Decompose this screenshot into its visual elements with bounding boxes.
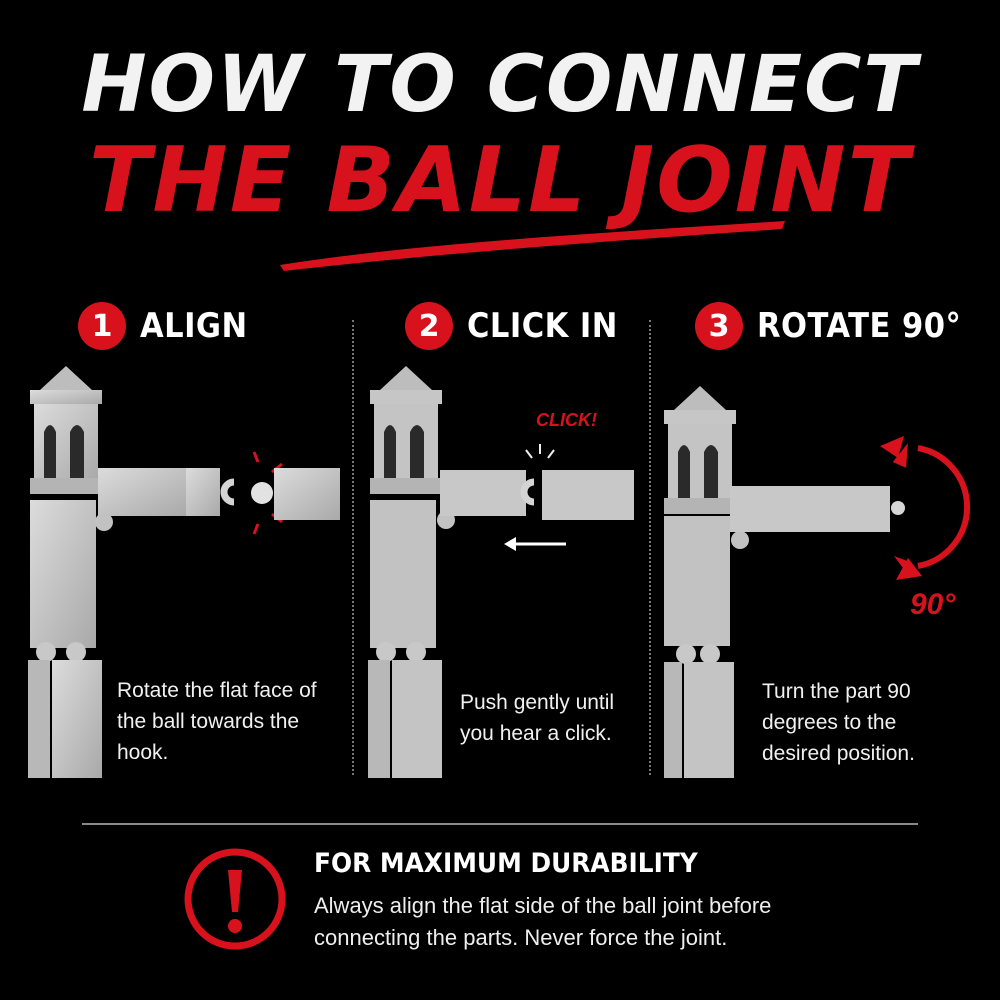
click-callout: CLICK!	[536, 410, 597, 430]
step-2-header: 2 CLICK IN	[405, 300, 635, 352]
rotation-callout: 90°	[910, 588, 956, 621]
step-1-description: Rotate the flat face of the ball towards…	[117, 679, 317, 764]
step-2-badge: 2	[405, 302, 453, 350]
step-1-title: ALIGN	[140, 306, 248, 346]
step-2-title: CLICK IN	[467, 306, 618, 346]
step-2-illustration	[368, 366, 634, 778]
step-2-description: Push gently until you hear a click.	[460, 691, 615, 745]
title-line-1: HOW TO CONNECT	[81, 40, 919, 130]
notice-text: Always align the flat side of the ball j…	[314, 893, 772, 950]
brush-stroke-underline	[280, 221, 785, 271]
step-3-illustration	[664, 386, 971, 778]
divider-2	[649, 320, 651, 775]
exclamation-circle-icon	[184, 848, 286, 950]
step-1-header: 1 ALIGN	[78, 300, 260, 352]
title-line-2: THE BALL JOINT	[88, 128, 911, 233]
step-1-badge: 1	[78, 302, 126, 350]
step-3-title: ROTATE 90°	[757, 306, 962, 346]
step-3-header: 3 ROTATE 90°	[695, 300, 984, 352]
step-3-badge: 3	[695, 302, 743, 350]
section-divider	[82, 823, 918, 825]
step-3-description: Turn the part 90 degrees to the desired …	[762, 680, 915, 765]
notice-title: FOR MAXIMUM DURABILITY	[314, 848, 698, 879]
step-1-illustration	[28, 366, 340, 778]
divider-1	[352, 320, 354, 775]
